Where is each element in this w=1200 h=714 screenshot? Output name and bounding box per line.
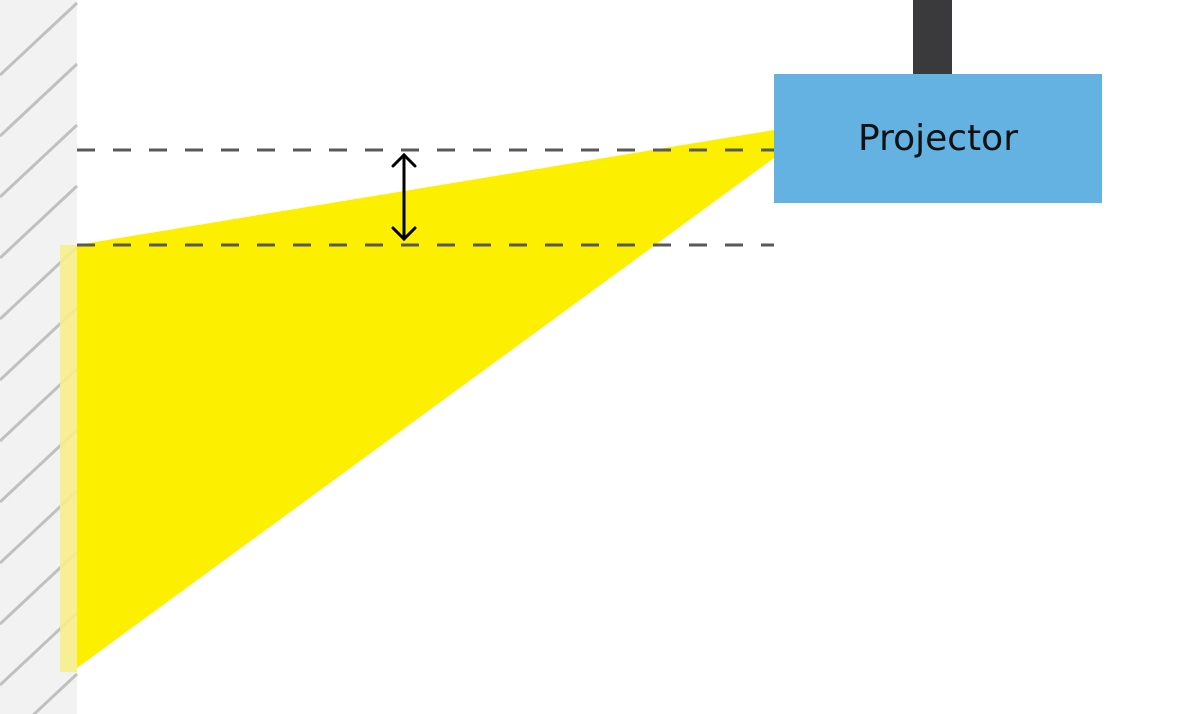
hatch-line [0, 1, 79, 77]
projection-screen [60, 245, 77, 672]
ceiling-mount [913, 0, 952, 74]
hatch-line [0, 123, 79, 199]
light-beam [77, 130, 774, 668]
projector-body [774, 74, 1102, 203]
hatch-line [0, 184, 79, 260]
projector-label: Projector [858, 118, 1018, 159]
hatch-line [32, 672, 79, 714]
offset-double-arrow [391, 152, 417, 242]
hatch-line [0, 62, 79, 138]
